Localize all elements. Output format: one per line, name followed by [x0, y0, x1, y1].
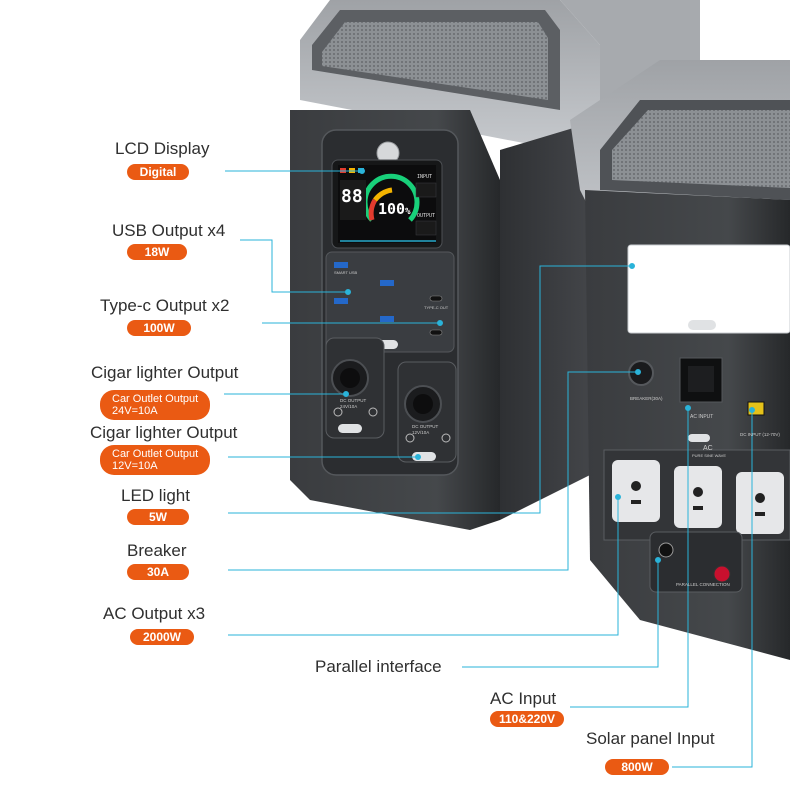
parallel-port [658, 542, 674, 558]
usb-port [380, 280, 394, 286]
lcd-input-label: INPUT [417, 174, 433, 180]
ac-outlets [612, 460, 784, 534]
leader-ac-output [228, 497, 619, 636]
callout-parallel-label: Parallel interface [315, 657, 442, 676]
panel-pure-sine: PURE SINE WAVE [692, 453, 727, 458]
right-vent-mesh [612, 110, 790, 188]
callout-breaker-label: Breaker [127, 541, 187, 560]
usb-ports [334, 262, 394, 322]
callout-lcd-label: LCD Display [115, 139, 210, 158]
usb-port [334, 298, 348, 304]
callout-usb-badge: 18W [127, 244, 187, 260]
typec-port [429, 329, 443, 336]
panel-dc-output-24: DC OUTPUT 24V/10A [340, 398, 367, 409]
typec-port [429, 295, 443, 302]
callout-typec-label: Type-c Output x2 [100, 296, 230, 315]
panel-usb-label: SMART USB [334, 270, 358, 275]
callout-cigar12-label: Cigar lighter Output [90, 423, 238, 442]
typec-ports [429, 295, 443, 336]
callout-solar-label: Solar panel Input [586, 729, 715, 748]
callout-acout-badge: 2000W [130, 629, 194, 645]
lcd-output-label: OUTPUT [417, 213, 436, 219]
left-vent-mesh [322, 22, 548, 100]
leader-usb [240, 239, 348, 293]
panel-ac-input: AC INPUT [690, 414, 714, 420]
lcd-percent: 100% [378, 200, 411, 218]
panel-dc-output-12: DC OUTPUT 12V/10A [412, 424, 439, 435]
led-light-panel [627, 244, 790, 334]
callout-acin-badge: 110&220V [490, 711, 564, 727]
panel-ac-text: AC [703, 445, 713, 452]
leader-ac-input [570, 408, 689, 708]
leader-solar [672, 410, 753, 768]
callout-breaker-badge: 30A [127, 564, 189, 580]
right-unit [570, 60, 790, 660]
callout-cigar24-label: Cigar lighter Output [91, 363, 239, 382]
callout-led-badge: 5W [127, 509, 189, 525]
leader-lines [224, 168, 755, 768]
usb-port [380, 316, 394, 322]
left-unit [290, 0, 700, 530]
panel-typec-label: TYPE-C OUT [424, 305, 449, 310]
parallel-port-red [713, 565, 731, 583]
panel-breaker: BREAKER(30A) [630, 396, 663, 401]
callout-usb-label: USB Output x4 [112, 221, 226, 240]
callout-lcd-badge: Digital [127, 164, 189, 180]
leader-led [228, 265, 632, 514]
callout-cigar12-badge: Car Outlet Output 12V=10A [100, 445, 211, 475]
callout-typec-badge: 100W [127, 320, 191, 336]
callout-solar-badge: 800W [605, 759, 669, 775]
lcd-digits: 88 [341, 186, 363, 207]
leader-parallel [462, 560, 659, 668]
callout-acout-label: AC Output x3 [103, 604, 206, 623]
callout-acin-label: AC Input [490, 689, 557, 708]
panel-parallel: PARALLEL CONNECTION [676, 582, 730, 587]
panel-dc-input: DC INPUT (12-70V) [740, 432, 780, 437]
callout-cigar24-badge: Car Outlet Output 24V=10A [100, 390, 211, 420]
leader-breaker [228, 371, 638, 571]
callout-led-label: LED light [121, 486, 190, 505]
usb-port [334, 262, 348, 268]
breaker-button [628, 360, 654, 386]
